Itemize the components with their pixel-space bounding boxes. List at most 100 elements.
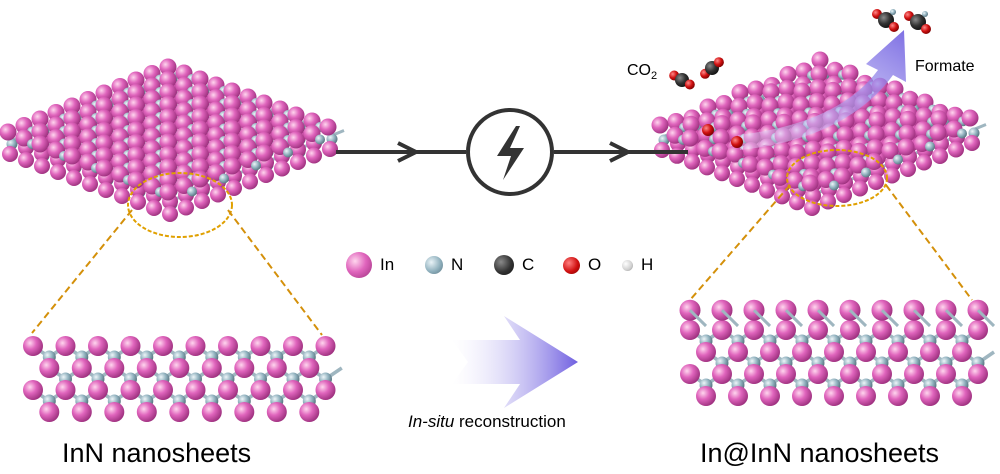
oxygen-atom bbox=[889, 22, 899, 32]
indium-atom bbox=[836, 187, 852, 203]
formate-label: Formate bbox=[915, 58, 975, 75]
oxygen-atom bbox=[702, 124, 714, 136]
indium-atom bbox=[127, 121, 145, 139]
hydrogen-atom-icon bbox=[622, 259, 633, 271]
indium-atom bbox=[178, 199, 194, 216]
indium-atom bbox=[728, 342, 748, 362]
indium-atom bbox=[920, 342, 940, 362]
indium-atom bbox=[153, 336, 173, 356]
indium-atom bbox=[39, 358, 60, 378]
indium-atom bbox=[803, 154, 821, 172]
oxygen-atom-icon bbox=[563, 256, 580, 274]
indium-atom bbox=[840, 78, 858, 96]
right-zoom-line-1 bbox=[689, 184, 791, 301]
indium-atom bbox=[760, 342, 780, 362]
indium-atom bbox=[916, 154, 932, 171]
indium-atom bbox=[223, 145, 241, 162]
indium-atom bbox=[223, 95, 241, 112]
indium-atom bbox=[95, 159, 113, 177]
indium-atom bbox=[191, 120, 209, 138]
indium-atom bbox=[651, 116, 669, 134]
legend-item-h: H bbox=[622, 252, 653, 278]
indium-atom bbox=[759, 182, 775, 199]
oxygen-atom bbox=[713, 57, 724, 68]
indium-atom bbox=[290, 154, 306, 170]
indium-atom bbox=[250, 380, 271, 400]
indium-atom bbox=[114, 188, 130, 204]
indium-atom bbox=[868, 111, 886, 129]
indium-atom bbox=[771, 168, 789, 186]
indium-atom bbox=[808, 364, 828, 384]
indium-atom bbox=[159, 183, 177, 201]
indium-atom bbox=[741, 155, 759, 173]
nitrogen-atom bbox=[187, 186, 197, 197]
indium-atom bbox=[726, 145, 744, 163]
bond bbox=[816, 309, 836, 328]
nitrogen-atom bbox=[219, 173, 229, 184]
indium-atom bbox=[218, 336, 238, 356]
indium-atom bbox=[95, 84, 113, 102]
indium-atom bbox=[920, 386, 940, 406]
indium-atom bbox=[835, 139, 853, 157]
indium-atom bbox=[223, 82, 241, 100]
indium-atom bbox=[881, 142, 899, 159]
indium-atom bbox=[865, 153, 883, 170]
indium-atom bbox=[287, 119, 305, 136]
indium-atom bbox=[808, 320, 828, 340]
indium-atom bbox=[120, 336, 141, 356]
indium-atom bbox=[811, 51, 829, 69]
bond bbox=[688, 309, 708, 328]
indium-atom bbox=[774, 188, 790, 205]
indium-atom bbox=[153, 380, 173, 400]
formate-arrow bbox=[738, 30, 906, 150]
indium-atom bbox=[66, 170, 82, 186]
indium-atom bbox=[699, 159, 715, 176]
indium-atom bbox=[223, 107, 241, 125]
nitrogen-atom bbox=[829, 180, 839, 191]
indium-atom bbox=[185, 380, 206, 400]
indium-atom bbox=[872, 364, 892, 384]
indium-atom bbox=[792, 386, 812, 406]
indium-atom bbox=[283, 336, 303, 356]
nitrogen-atom bbox=[957, 128, 967, 139]
indium-atom bbox=[18, 152, 34, 168]
indium-atom bbox=[744, 320, 764, 340]
indium-atom bbox=[904, 320, 924, 340]
indium-atom bbox=[760, 386, 780, 406]
indium-atom bbox=[899, 110, 917, 128]
indium-atom bbox=[696, 342, 716, 362]
indium-atom bbox=[191, 108, 209, 125]
indium-atom bbox=[159, 108, 177, 126]
caption-in-situ-reconstruction: In-situ reconstruction bbox=[408, 412, 566, 431]
nitrogen-atom bbox=[925, 141, 935, 152]
indium-atom bbox=[315, 336, 336, 356]
indium-atom bbox=[804, 200, 820, 216]
indium-atom bbox=[159, 71, 177, 88]
indium-atom bbox=[712, 128, 730, 146]
in-at-inn-side-view-slab bbox=[679, 299, 996, 406]
indium-atom bbox=[898, 124, 916, 142]
indium-atom bbox=[185, 336, 206, 356]
legend-item-in: In bbox=[346, 252, 394, 278]
indium-atom bbox=[772, 155, 790, 173]
indium-atom bbox=[201, 402, 222, 422]
indium-atom bbox=[169, 358, 190, 378]
indium-atom bbox=[841, 64, 859, 82]
indium-atom bbox=[55, 380, 76, 400]
indium-atom bbox=[169, 402, 190, 422]
indium-atom bbox=[824, 81, 842, 99]
indium-atom bbox=[904, 364, 924, 384]
indium-atom bbox=[929, 124, 947, 141]
indium-atom bbox=[866, 139, 884, 157]
indium-atom bbox=[255, 119, 273, 137]
indium-atom bbox=[788, 144, 806, 162]
indium-atom bbox=[952, 342, 972, 362]
oxygen-atom bbox=[684, 79, 695, 90]
nitrogen-atom bbox=[251, 160, 261, 171]
indium-atom bbox=[130, 194, 146, 210]
indium-atom bbox=[696, 386, 716, 406]
indium-atom bbox=[159, 121, 177, 138]
indium-atom bbox=[63, 122, 81, 140]
indium-atom bbox=[287, 106, 305, 124]
indium-atom bbox=[127, 71, 145, 89]
